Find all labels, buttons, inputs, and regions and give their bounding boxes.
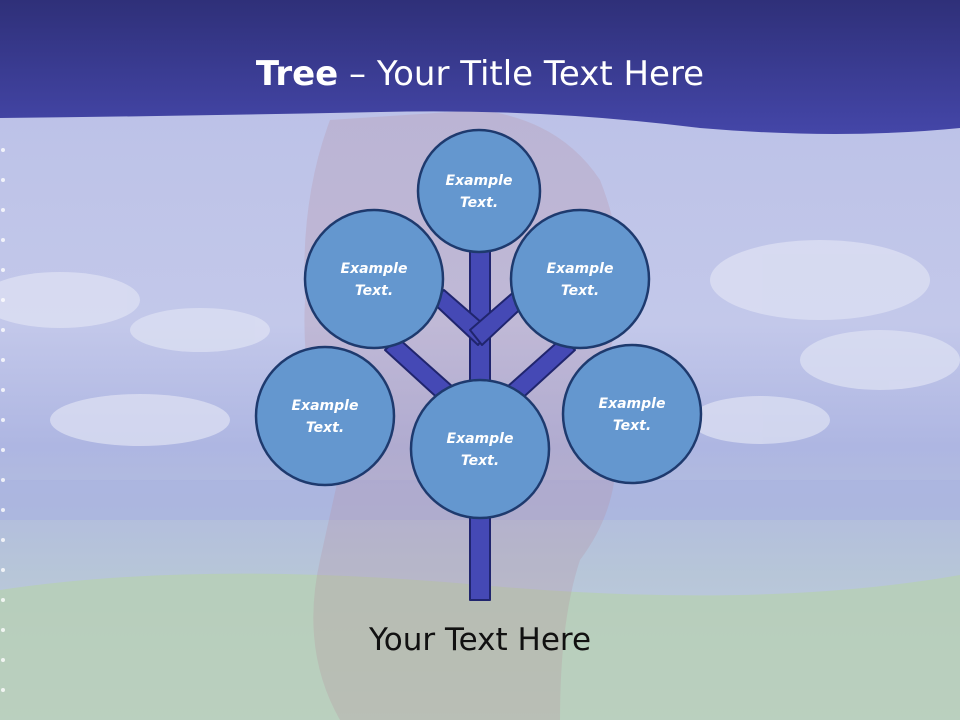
- tree-node-center: Example Text.: [409, 378, 551, 520]
- page-perforation: [1, 148, 5, 692]
- node-upper-right-line2: Text.: [561, 283, 599, 299]
- tree-node-upper-left: Example Text.: [303, 208, 445, 350]
- node-lower-left-line2: Text.: [306, 420, 344, 436]
- slide-title: Tree – Your Title Text Here: [0, 52, 960, 96]
- node-lower-right-line1: Example: [599, 396, 666, 412]
- node-upper-left-line1: Example: [341, 261, 408, 277]
- node-upper-left-line2: Text.: [355, 283, 393, 299]
- tree-node-upper-right: Example Text.: [509, 208, 651, 350]
- slide-caption: Your Text Here: [368, 622, 592, 658]
- node-center-line2: Text.: [461, 453, 499, 469]
- node-lower-left-line1: Example: [292, 398, 359, 414]
- node-center-line1: Example: [447, 431, 514, 447]
- node-upper-right-line1: Example: [547, 261, 614, 277]
- tree-node-lower-left: Example Text.: [254, 345, 396, 487]
- tree-node-top: Example Text.: [416, 128, 542, 254]
- grass-shape: [0, 573, 960, 720]
- title-rest: – Your Title Text Here: [338, 54, 705, 94]
- tree-node-lower-right: Example Text.: [561, 343, 703, 485]
- header-band: [0, 0, 960, 134]
- cloud-shapes: [0, 240, 960, 446]
- node-lower-right-line2: Text.: [613, 418, 651, 434]
- node-top-line1: Example: [446, 173, 513, 189]
- node-top-line2: Text.: [460, 195, 498, 211]
- title-bold: Tree: [255, 54, 339, 94]
